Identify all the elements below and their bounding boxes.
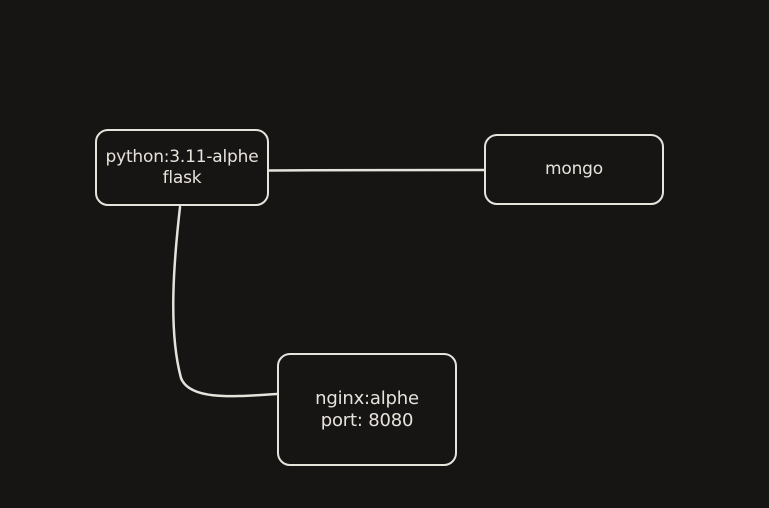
node-python-framework-label: flask [162, 167, 202, 188]
node-python-flask[interactable]: python:3.11-alphe flask [95, 129, 269, 206]
edge-python-to-nginx [172, 205, 279, 398]
node-nginx-image-label: nginx:alphe [315, 387, 419, 409]
node-python-image-label: python:3.11-alphe [105, 147, 259, 168]
edge-python-to-mongo [267, 168, 486, 172]
node-mongo[interactable]: mongo [484, 134, 664, 205]
node-mongo-label: mongo [545, 159, 603, 180]
node-nginx-port-label: port: 8080 [320, 409, 414, 431]
node-nginx[interactable]: nginx:alphe port: 8080 [277, 353, 457, 466]
